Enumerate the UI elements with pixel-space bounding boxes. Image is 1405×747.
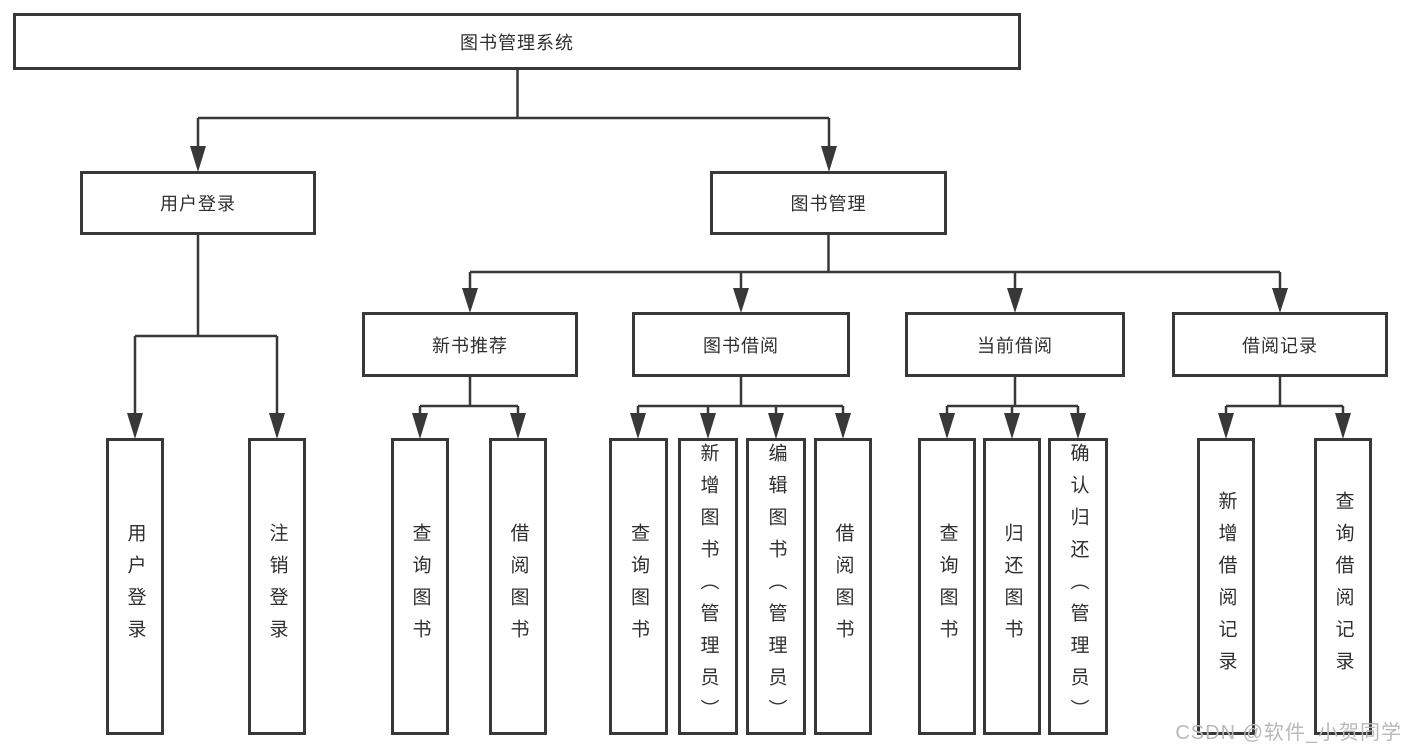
node-label: 用户登录: [160, 194, 236, 214]
node-current-borrowing: 当前借阅: [905, 312, 1125, 377]
node-label: 编辑图书（管理员）: [765, 442, 787, 731]
node-label: 新增借阅记录: [1215, 490, 1237, 683]
node-label: 注销登录: [266, 522, 288, 651]
node-new-book-recommendation: 新书推荐: [362, 312, 578, 377]
node-label: 借阅记录: [1242, 335, 1318, 356]
node-label: 借阅图书: [832, 522, 854, 651]
node-book-management: 图书管理: [710, 171, 947, 235]
leaf-return-books: 归还图书: [983, 438, 1041, 735]
csdn-watermark: CSDN @软件_小贺同学: [1175, 722, 1402, 744]
leaf-logout: 注销登录: [248, 438, 306, 735]
node-label: 用户登录: [124, 522, 146, 651]
leaf-confirm-return-admin: 确认归还（管理员）: [1048, 438, 1108, 735]
node-label: 借阅图书: [507, 522, 529, 651]
leaf-borrow-books-recommend: 借阅图书: [489, 438, 547, 735]
leaf-add-books-admin: 新增图书（管理员）: [678, 438, 738, 735]
node-label: 查询图书: [628, 522, 649, 651]
leaf-add-borrow-record: 新增借阅记录: [1197, 438, 1255, 735]
node-label: 图书管理: [790, 194, 867, 214]
node-label: 查询图书: [936, 522, 958, 651]
leaf-query-books-current: 查询图书: [918, 438, 976, 735]
node-borrowing-records: 借阅记录: [1172, 312, 1388, 377]
leaf-query-books-recommend: 查询图书: [391, 438, 449, 735]
leaf-user-login: 用户登录: [106, 438, 164, 735]
node-label: 新书推荐: [432, 335, 508, 356]
node-label: 图书借阅: [703, 335, 779, 356]
node-label: 查询图书: [409, 522, 431, 651]
node-label: 图书管理系统: [460, 32, 574, 53]
leaf-borrow-books-borrowing: 借阅图书: [814, 438, 872, 735]
node-label: 归还图书: [1001, 522, 1023, 651]
node-label: 查询借阅记录: [1332, 490, 1354, 683]
node-user-login: 用户登录: [80, 171, 316, 235]
leaf-query-books-borrowing: 查询图书: [609, 438, 668, 735]
node-label: 新增图书（管理员）: [697, 442, 719, 731]
leaf-edit-books-admin: 编辑图书（管理员）: [746, 438, 806, 735]
node-library-management-system: 图书管理系统: [13, 13, 1021, 70]
node-label: 确认归还（管理员）: [1067, 442, 1089, 731]
node-book-borrowing: 图书借阅: [632, 312, 850, 377]
node-label: 当前借阅: [977, 335, 1053, 356]
leaf-query-borrow-record: 查询借阅记录: [1314, 438, 1372, 735]
